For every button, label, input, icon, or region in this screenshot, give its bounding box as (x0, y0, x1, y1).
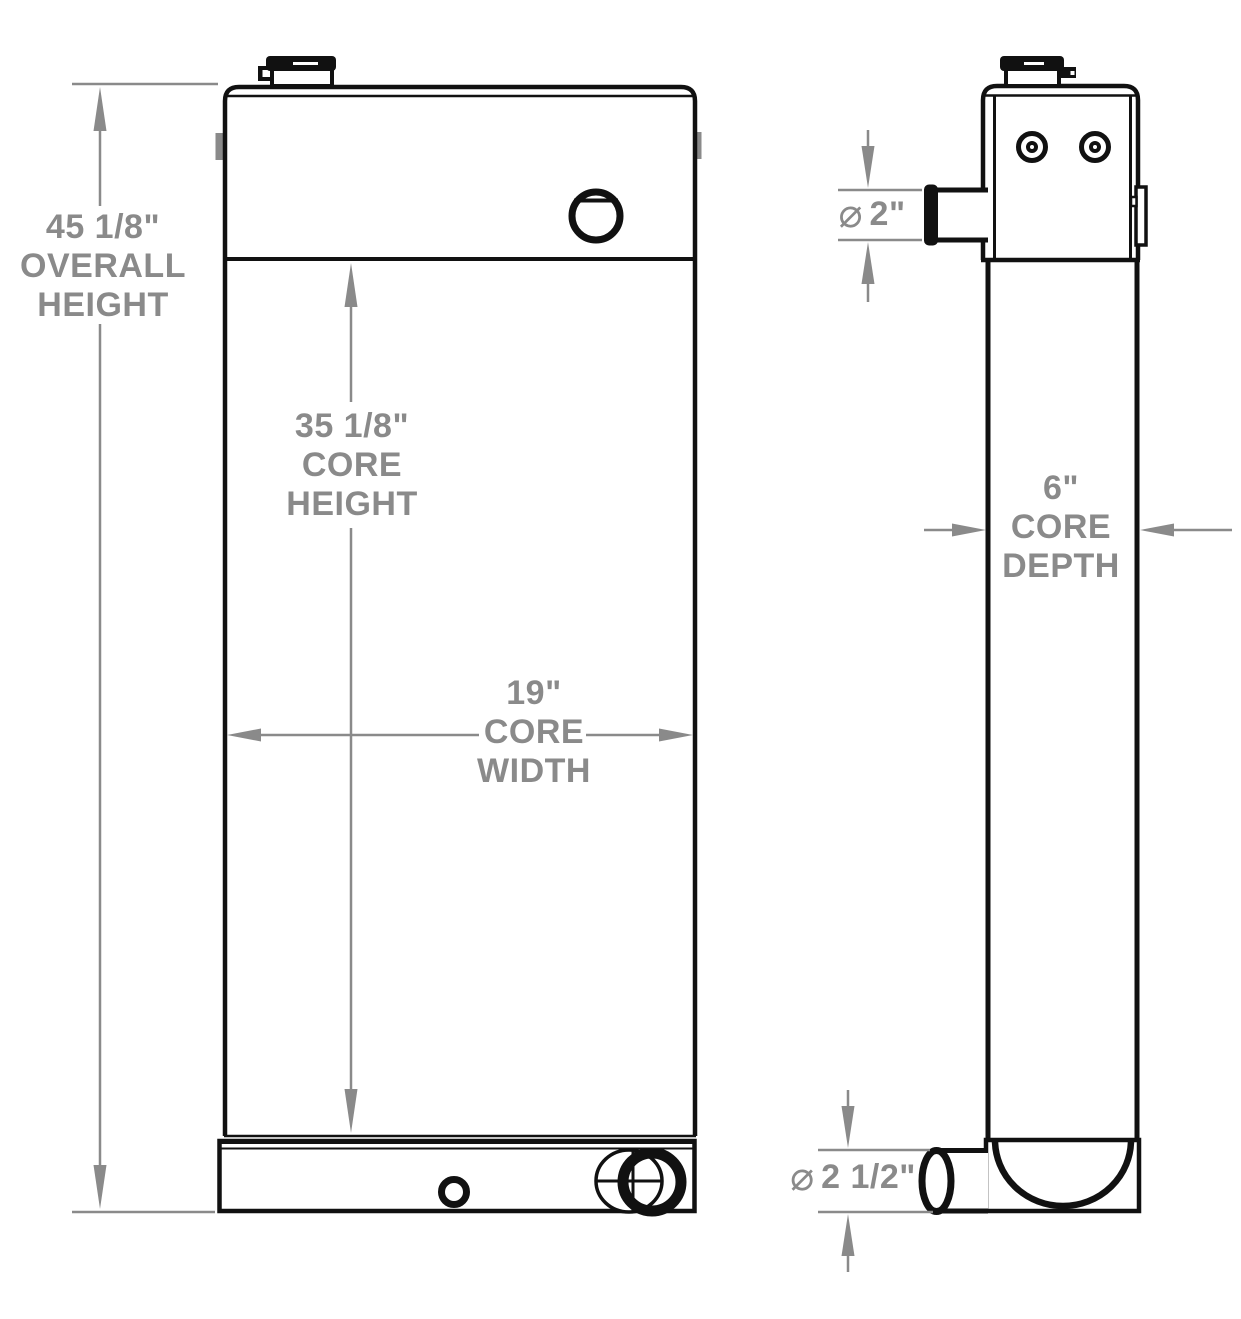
dimension-core-depth (924, 523, 1232, 537)
front-outlet-port (594, 1147, 687, 1217)
core-depth-word-2: DEPTH (1002, 547, 1120, 585)
front-core (222, 260, 698, 1138)
side-bottom-tank (983, 1137, 1142, 1214)
dimension-overall-height (72, 82, 218, 1214)
overall-height-word-2: HEIGHT (37, 286, 169, 324)
diameter-symbol-icon: ⌀ (838, 191, 863, 237)
outlet-diameter-value: 2 1/2" (821, 1157, 916, 1196)
side-view (918, 56, 1148, 1215)
core-height-label: 35 1/8" CORE HEIGHT (242, 407, 462, 524)
outlet-diameter-label: ⌀ 2 1/2" (763, 1154, 943, 1200)
side-bracket (1129, 185, 1148, 247)
overall-height-label: 45 1/8" OVERALL HEIGHT (0, 208, 213, 325)
core-width-word-1: CORE (483, 713, 585, 751)
radiator-cap-side-icon (1000, 56, 1076, 88)
dimension-core-width (227, 728, 693, 742)
overall-height-value: 45 1/8" (45, 208, 161, 246)
core-width-value: 19" (506, 674, 562, 712)
dimension-core-height (344, 263, 358, 1133)
core-depth-value: 6" (1042, 469, 1080, 507)
core-depth-word-1: CORE (1010, 508, 1112, 546)
side-core-column (985, 260, 1140, 1140)
core-width-label: 19" CORE WIDTH (424, 674, 644, 791)
inlet-diameter-label: ⌀ 2" (800, 191, 944, 237)
diameter-symbol-icon: ⌀ (790, 1154, 815, 1200)
front-mounting-tabs (215, 132, 702, 160)
side-top-tank (980, 83, 1141, 263)
side-outlet-pipe (918, 1147, 988, 1215)
dimension-inlet-diameter (838, 130, 922, 302)
core-height-word-2: HEIGHT (286, 485, 418, 523)
core-depth-label: 6" CORE DEPTH (951, 469, 1171, 586)
dimension-outlet-diameter (818, 1090, 933, 1272)
front-view (215, 56, 702, 1217)
side-tank-bolts (1016, 131, 1111, 163)
overall-height-word-1: OVERALL (20, 247, 186, 285)
front-top-tank (222, 84, 698, 261)
radiator-cap-front-icon (258, 56, 336, 88)
inlet-diameter-value: 2" (869, 194, 906, 233)
side-inlet-pipe (924, 184, 988, 246)
front-filler-port (568, 188, 624, 244)
core-height-word-1: CORE (301, 446, 403, 484)
core-height-value: 35 1/8" (294, 407, 410, 445)
core-width-word-2: WIDTH (477, 752, 591, 790)
front-drain-plug (438, 1176, 470, 1208)
